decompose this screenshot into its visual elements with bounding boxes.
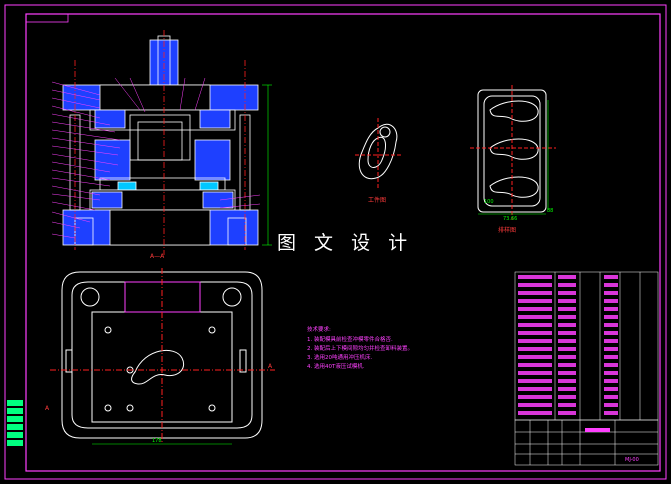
parts-list-rows: [518, 275, 618, 415]
workpiece-outline: [358, 123, 398, 180]
workpiece-drawing: [355, 118, 402, 190]
layout-caption: 排样图: [498, 226, 516, 234]
tech-item-2: 2. 装配后上下模间隙均匀并检查卸料装置。: [307, 344, 413, 352]
section-view: [62, 30, 272, 255]
outer-frame: [4, 4, 667, 480]
tech-item-4: 4. 选用40T液压试模机.: [307, 362, 365, 370]
inner-frame: [25, 13, 661, 472]
workpiece-caption: 工件图: [368, 196, 386, 204]
part-leaders: [51, 77, 261, 239]
section-mark-right: A: [268, 363, 273, 370]
plan-view: [50, 268, 275, 445]
tech-item-3: 3. 选用20吨通用冲压机床.: [307, 353, 372, 361]
tech-title: 技术要求:: [307, 325, 331, 333]
layout-dim-right: 88: [547, 208, 553, 214]
parts-list: [514, 271, 659, 421]
plan-dim: 178: [152, 438, 162, 444]
layout-dim-bottom: 73.66: [503, 216, 517, 222]
revision-strip: [7, 400, 23, 446]
drawing-number: MJ-00: [625, 457, 639, 463]
top-left-tag: [25, 13, 69, 23]
strip-layout: [470, 85, 556, 220]
section-mark-left: A: [45, 405, 50, 412]
plan-outline: [61, 271, 263, 439]
plan-cavity: [131, 350, 184, 385]
layout-dim-left: 100: [484, 199, 494, 205]
tech-item-1: 1. 装配模具前检查冲模零件合格否.: [307, 335, 393, 343]
watermark: 图 文 设 计: [277, 232, 414, 254]
section-label: A—A: [150, 253, 165, 260]
